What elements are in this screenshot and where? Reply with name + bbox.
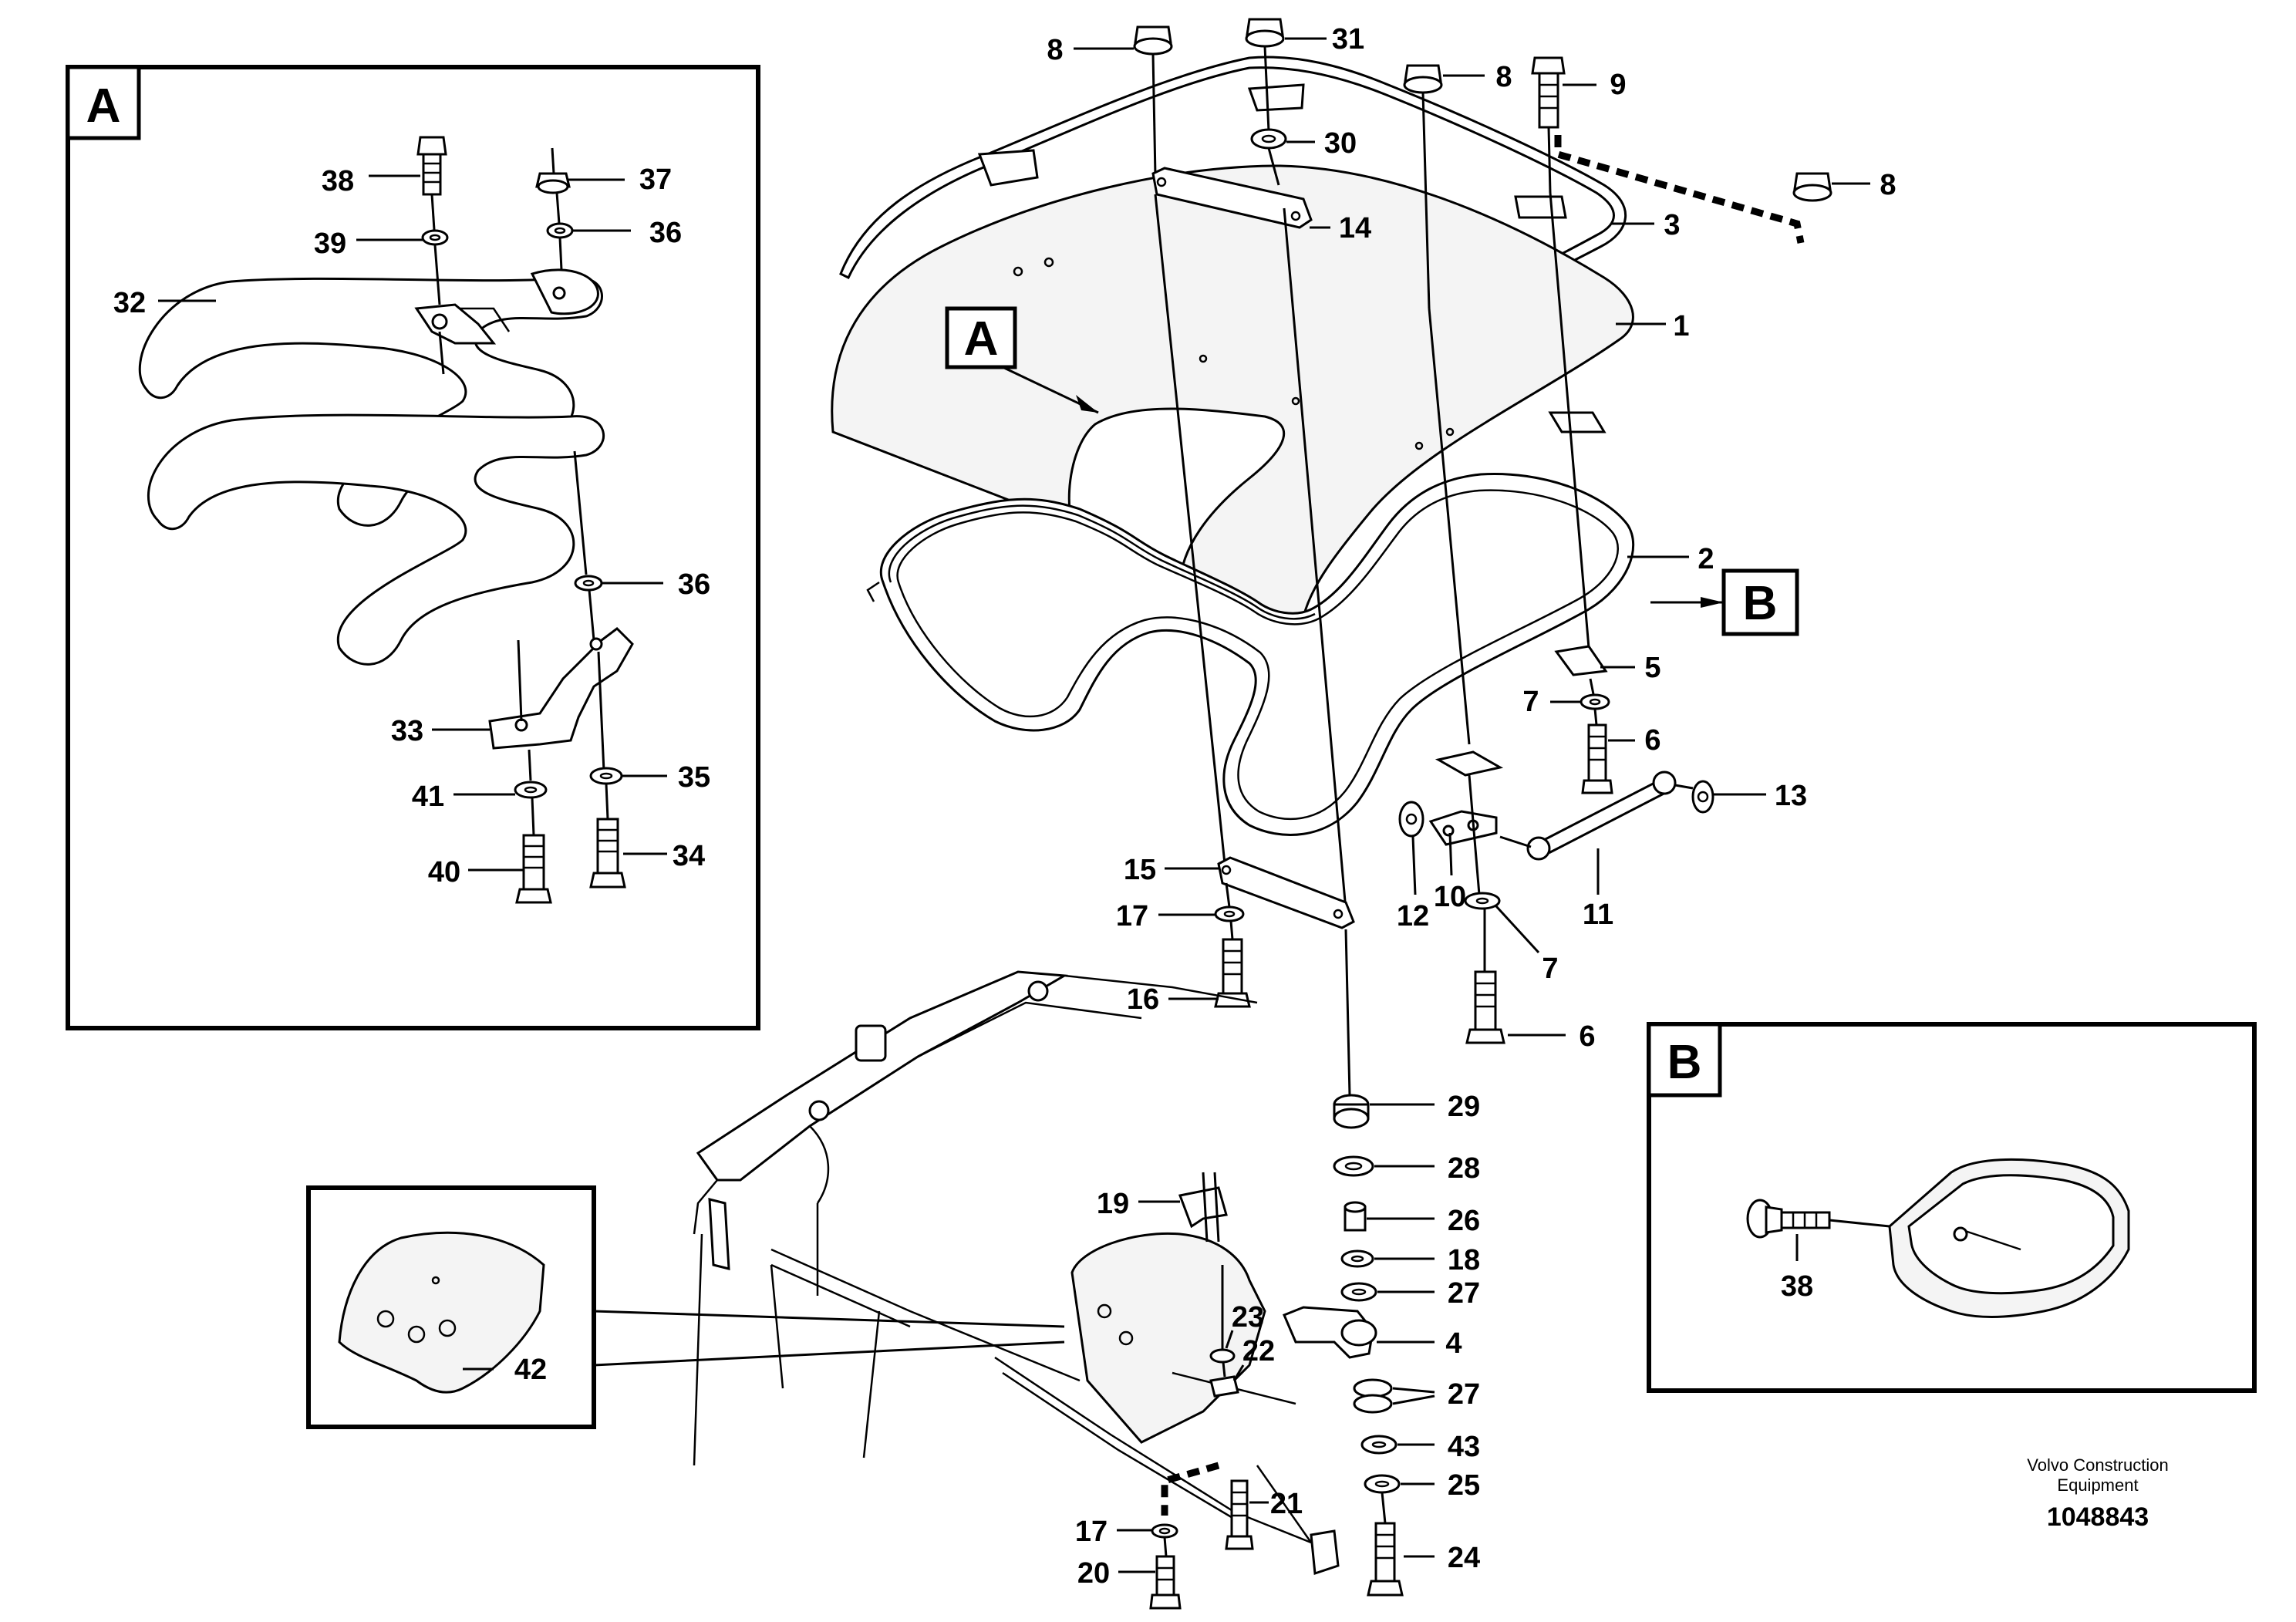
detail-view-b: B 38 bbox=[1647, 1022, 2257, 1393]
label-25: 25 bbox=[1448, 1469, 1480, 1502]
label-28: 28 bbox=[1448, 1152, 1480, 1185]
label-26: 26 bbox=[1448, 1205, 1480, 1237]
callout-b-letter: B bbox=[1743, 577, 1778, 630]
label-22: 22 bbox=[1242, 1335, 1275, 1367]
label-17-lower: 17 bbox=[1075, 1516, 1108, 1548]
label-8-right: 8 bbox=[1880, 169, 1896, 201]
label-14: 14 bbox=[1339, 212, 1371, 244]
footer: Volvo Construction Equipment 1048843 bbox=[2027, 1455, 2168, 1532]
strip-14-drawing bbox=[1151, 167, 1313, 229]
label-1: 1 bbox=[1673, 310, 1689, 342]
bracket-10-drawing bbox=[1398, 750, 1504, 895]
label-5: 5 bbox=[1644, 652, 1660, 684]
label-7-upper: 7 bbox=[1522, 686, 1539, 718]
callout-a-letter: A bbox=[964, 312, 999, 366]
label-2: 2 bbox=[1698, 543, 1714, 575]
clip-22-drawing bbox=[1209, 1265, 1239, 1398]
seal-2-drawing bbox=[866, 472, 1635, 836]
bolt-20-drawing bbox=[1149, 1462, 1220, 1610]
label-34: 34 bbox=[673, 840, 705, 872]
label-32: 32 bbox=[113, 287, 146, 319]
label-8-left: 8 bbox=[1047, 34, 1063, 66]
cab-frame-drawing bbox=[693, 970, 1340, 1576]
label-18: 18 bbox=[1448, 1244, 1480, 1276]
drawing-number: 1048843 bbox=[2047, 1502, 2149, 1532]
grab-handle-drawing bbox=[138, 268, 605, 666]
bolt-40-drawing bbox=[514, 749, 552, 904]
label-23: 23 bbox=[1232, 1301, 1264, 1334]
label-7-lower: 7 bbox=[1542, 953, 1558, 985]
label-3: 3 bbox=[1664, 209, 1680, 241]
label-29: 29 bbox=[1448, 1091, 1480, 1123]
label-17-upper: 17 bbox=[1116, 900, 1148, 932]
main-assembly: A B bbox=[306, 18, 1896, 1610]
label-41: 41 bbox=[412, 781, 444, 813]
label-6-upper: 6 bbox=[1644, 724, 1660, 757]
label-38-a: 38 bbox=[322, 165, 354, 197]
detail-a-letter: A bbox=[86, 79, 121, 133]
label-38-b: 38 bbox=[1781, 1270, 1813, 1303]
label-13: 13 bbox=[1775, 780, 1807, 812]
bolt-34-drawing bbox=[589, 767, 626, 889]
label-37: 37 bbox=[639, 164, 672, 196]
label-10: 10 bbox=[1434, 881, 1466, 913]
cover-drawing bbox=[1888, 1158, 2130, 1318]
label-27-upper: 27 bbox=[1448, 1277, 1480, 1310]
label-8-middle: 8 bbox=[1495, 61, 1512, 93]
label-42: 42 bbox=[514, 1354, 547, 1386]
detail-b-letter: B bbox=[1667, 1036, 1702, 1089]
label-39: 39 bbox=[314, 228, 346, 260]
company-line1: Volvo Construction bbox=[2027, 1455, 2168, 1475]
label-4: 4 bbox=[1445, 1327, 1462, 1360]
label-21: 21 bbox=[1270, 1488, 1303, 1520]
bolt-6-lower-drawing bbox=[1464, 892, 1505, 1044]
label-40: 40 bbox=[428, 856, 460, 889]
inset-42: 42 bbox=[306, 1185, 1065, 1429]
strip-15-drawing bbox=[1214, 856, 1355, 1008]
label-27-lower: 27 bbox=[1448, 1378, 1480, 1411]
label-24: 24 bbox=[1448, 1542, 1480, 1574]
bracket-33-drawing bbox=[488, 627, 634, 772]
label-36-upper: 36 bbox=[649, 217, 682, 249]
label-35: 35 bbox=[678, 761, 710, 794]
label-12: 12 bbox=[1397, 900, 1429, 932]
label-19: 19 bbox=[1097, 1188, 1129, 1220]
bolt-21-drawing bbox=[1225, 1479, 1254, 1550]
company-line2: Equipment bbox=[2057, 1475, 2138, 1495]
nut-37-drawing bbox=[535, 147, 574, 271]
label-15: 15 bbox=[1124, 854, 1156, 886]
washer-36-lower bbox=[574, 575, 603, 592]
top-fasteners bbox=[1133, 18, 1832, 309]
label-20: 20 bbox=[1077, 1557, 1110, 1590]
label-33: 33 bbox=[391, 715, 423, 747]
label-11: 11 bbox=[1583, 899, 1613, 931]
label-36-lower: 36 bbox=[678, 568, 710, 601]
rod-11-drawing bbox=[1499, 771, 1714, 861]
detail-view-a: A bbox=[66, 65, 760, 1030]
label-6-lower: 6 bbox=[1579, 1020, 1595, 1053]
label-16: 16 bbox=[1127, 983, 1159, 1016]
clip-19-drawing bbox=[1178, 1172, 1228, 1243]
label-9: 9 bbox=[1610, 69, 1626, 101]
label-31: 31 bbox=[1332, 23, 1364, 56]
bolt-6-upper-drawing bbox=[1554, 645, 1613, 794]
label-43: 43 bbox=[1448, 1431, 1480, 1463]
label-30: 30 bbox=[1324, 127, 1357, 160]
mount-stack-drawing bbox=[1283, 929, 1404, 1597]
bolt-38-drawing bbox=[416, 136, 449, 305]
bolt-38-b-drawing: 38 bbox=[1746, 1199, 1890, 1303]
